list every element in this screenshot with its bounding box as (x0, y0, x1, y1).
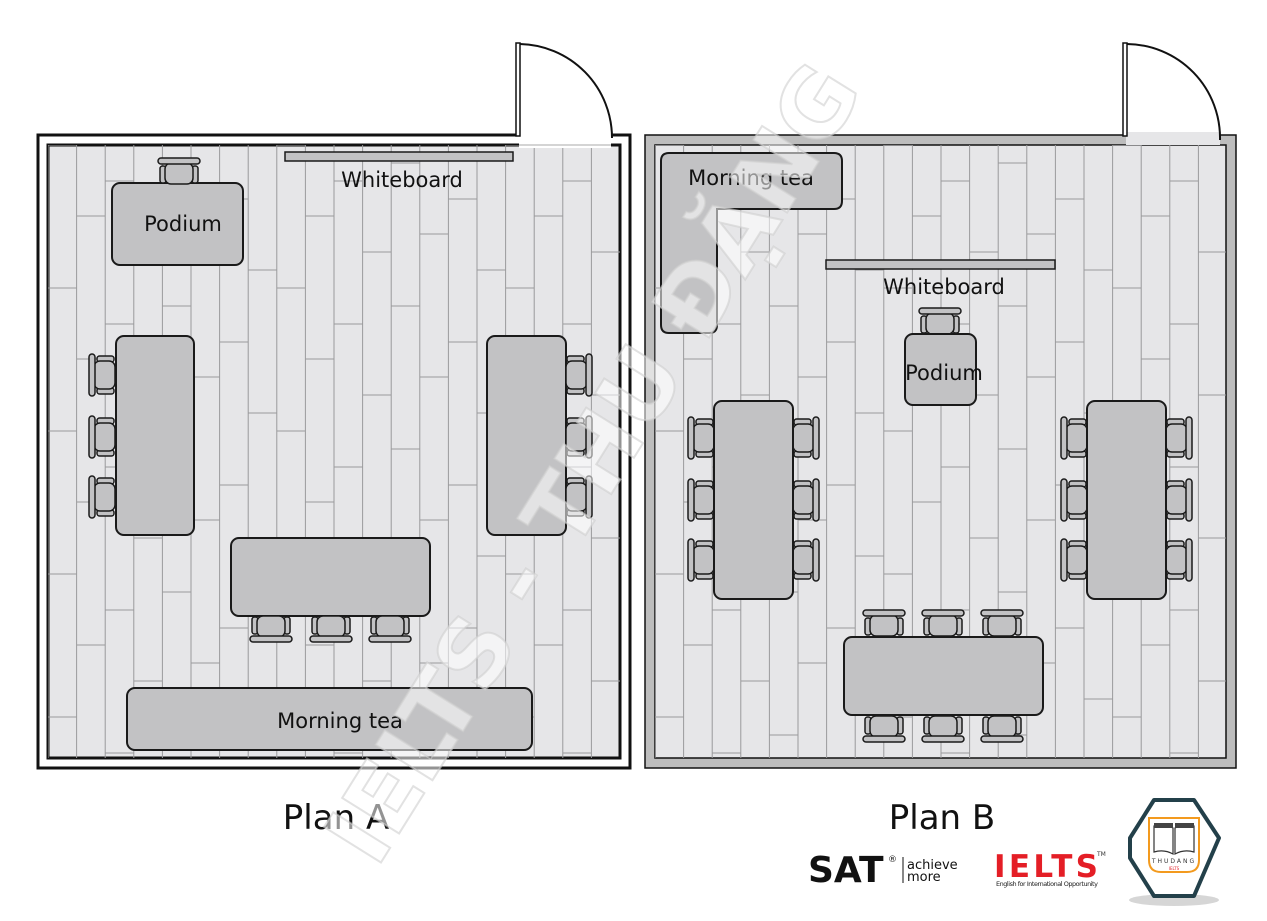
plan-a-morning-tea-label: Morning tea (277, 709, 403, 733)
plan-a-whiteboard (284, 151, 514, 162)
chair (792, 416, 820, 460)
chair (980, 715, 1024, 743)
thudang-logo: THUDANG IELTS (1128, 798, 1221, 906)
chair (921, 715, 965, 743)
plan-b-door (1122, 42, 1222, 141)
plan-a: Whiteboard Podium Morning tea Plan A (36, 42, 632, 838)
plan-b-podium (904, 333, 977, 406)
chair (1060, 538, 1088, 582)
plan-b-podium-label: Podium (905, 361, 983, 385)
chair (249, 615, 293, 643)
chair (565, 415, 593, 459)
chair (88, 353, 116, 397)
plan-b-title: Plan B (889, 798, 995, 838)
plan-a-podium-label: Podium (144, 212, 222, 236)
chair (792, 478, 820, 522)
chair (687, 478, 715, 522)
chair (862, 715, 906, 743)
svg-text:more: more (907, 870, 941, 885)
chair (88, 415, 116, 459)
svg-text:TM: TM (1096, 851, 1106, 858)
ielts-logo: IELTS TM English for International Oppor… (994, 849, 1106, 888)
plan-b-morning-tea-label: Morning tea (688, 166, 814, 190)
chair (88, 475, 116, 519)
chair (157, 157, 201, 185)
svg-text:IELTS: IELTS (1169, 866, 1180, 871)
plan-b-whiteboard-label: Whiteboard (883, 275, 1005, 299)
chair (1165, 538, 1193, 582)
plan-b-right-table (1086, 400, 1167, 600)
sat-logo: SAT ® achieve more (808, 850, 958, 891)
svg-text:achieve: achieve (907, 858, 958, 873)
chair (1060, 478, 1088, 522)
svg-text:®: ® (888, 855, 897, 865)
chair (921, 609, 965, 637)
chair (687, 416, 715, 460)
chair (687, 538, 715, 582)
plan-a-bottom-table (230, 537, 431, 617)
plan-a-door (515, 42, 613, 139)
svg-text:THUDANG: THUDANG (1151, 858, 1196, 865)
chair (565, 475, 593, 519)
plan-a-morning-tea-table (126, 687, 533, 751)
chair (368, 615, 412, 643)
chair (980, 609, 1024, 637)
plan-b-bottom-table (843, 636, 1044, 716)
plan-b-whiteboard (825, 259, 1056, 270)
svg-text:IELTS: IELTS (994, 849, 1098, 885)
plan-b: Morning tea Whiteboard Podium Plan B (644, 42, 1237, 838)
plan-b-door-gap (1126, 132, 1220, 145)
plan-b-left-table (713, 400, 794, 600)
chair (918, 307, 962, 335)
plan-a-left-table (115, 335, 195, 536)
chair (792, 538, 820, 582)
chair (309, 615, 353, 643)
chair (565, 353, 593, 397)
svg-text:English for International Oppo: English for International Opportunity (996, 880, 1098, 888)
svg-text:SAT: SAT (808, 850, 884, 891)
plan-a-title: Plan A (283, 798, 389, 838)
plan-a-whiteboard-label: Whiteboard (341, 168, 463, 192)
plan-a-door-gap (519, 132, 611, 148)
chair (1165, 478, 1193, 522)
book-icon (1153, 823, 1195, 856)
chair (862, 609, 906, 637)
chair (1060, 416, 1088, 460)
chair (1165, 416, 1193, 460)
plan-b-morning-tea-table (660, 152, 843, 334)
